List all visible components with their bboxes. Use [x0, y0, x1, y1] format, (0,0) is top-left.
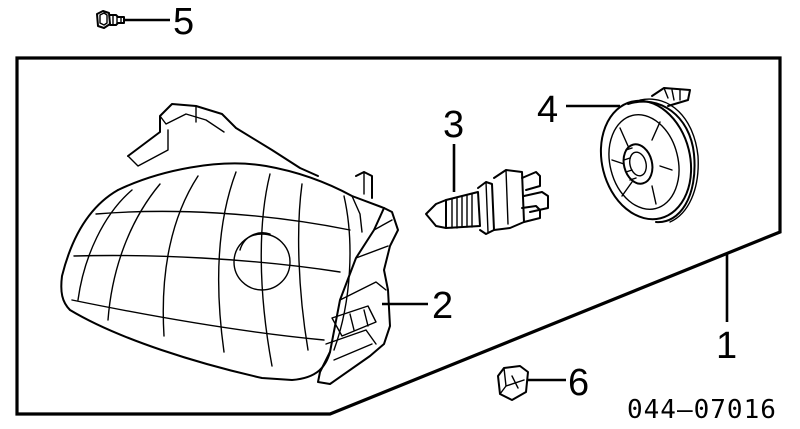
callout-3: 3 — [443, 104, 464, 146]
part-code: 044–07016 — [627, 395, 777, 425]
socket-cover-part — [599, 87, 699, 224]
headlamp-assembly — [60, 103, 399, 385]
assembly-frame — [15, 56, 782, 416]
callout-1: 1 — [716, 325, 737, 367]
clip-part — [497, 365, 529, 401]
callout-6: 6 — [568, 362, 589, 404]
callout-5: 5 — [173, 1, 194, 43]
callout-2: 2 — [432, 285, 453, 327]
bolt-part — [96, 10, 125, 29]
bulb-part — [425, 169, 549, 235]
callout-4: 4 — [537, 89, 558, 131]
